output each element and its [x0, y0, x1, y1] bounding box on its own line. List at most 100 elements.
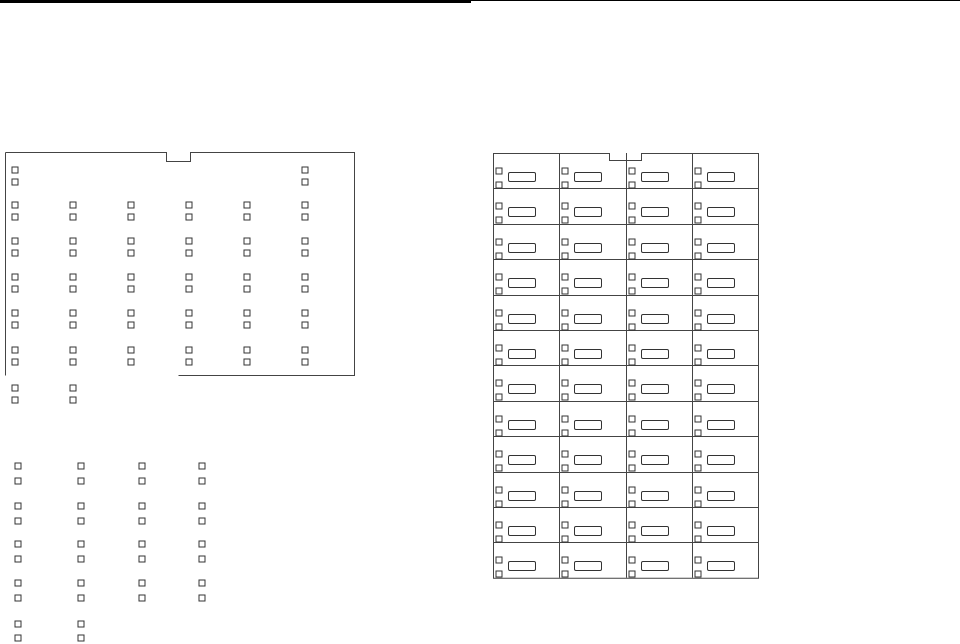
indicator-square [628, 429, 636, 437]
indicator-square [561, 323, 569, 331]
indicator-square [495, 415, 503, 423]
indicator-square [694, 167, 702, 175]
indicator-square [628, 181, 636, 189]
indicator-square [561, 202, 569, 210]
left-button-layout-diagram [5, 152, 355, 642]
indicator-square [243, 273, 251, 281]
indicator-square [561, 464, 569, 472]
indicator-square [495, 202, 503, 210]
indicator-square [628, 450, 636, 458]
indicator-square [243, 321, 251, 329]
indicator-square [495, 216, 503, 224]
indicator-square [185, 321, 193, 329]
indicator-square [14, 594, 22, 602]
indicator-square [628, 500, 636, 508]
indicator-square [69, 285, 77, 293]
label-slot [641, 420, 669, 430]
indicator-square [561, 393, 569, 401]
indicator-square [495, 556, 503, 564]
indicator-square [127, 237, 135, 245]
indicator-square [301, 285, 309, 293]
indicator-square [301, 358, 309, 366]
label-slot [707, 420, 735, 430]
label-slot [574, 349, 602, 359]
indicator-square [198, 540, 206, 548]
label-slot [508, 491, 536, 501]
indicator-square [198, 517, 206, 525]
indicator-square [11, 346, 19, 354]
label-slot [707, 349, 735, 359]
header-rule-thin [471, 0, 960, 1]
indicator-square [243, 309, 251, 317]
indicator-square [694, 535, 702, 543]
indicator-square [628, 252, 636, 260]
label-slot [574, 314, 602, 324]
indicator-square [14, 620, 22, 628]
indicator-square [11, 166, 19, 174]
label-slot [641, 491, 669, 501]
indicator-square [628, 167, 636, 175]
indicator-square [561, 415, 569, 423]
indicator-square [495, 181, 503, 189]
label-slot [508, 455, 536, 465]
indicator-square [69, 273, 77, 281]
label-slot [641, 561, 669, 571]
indicator-square [694, 238, 702, 246]
label-slot [508, 349, 536, 359]
indicator-square [561, 486, 569, 494]
indicator-square [198, 579, 206, 587]
indicator-square [77, 634, 85, 642]
label-slot [707, 455, 735, 465]
label-slot [574, 561, 602, 571]
indicator-square [495, 486, 503, 494]
indicator-square [628, 216, 636, 224]
indicator-square [185, 201, 193, 209]
indicator-square [694, 202, 702, 210]
indicator-square [561, 570, 569, 578]
indicator-square [69, 309, 77, 317]
indicator-square [495, 521, 503, 529]
indicator-square [495, 500, 503, 508]
indicator-square [561, 500, 569, 508]
indicator-square [561, 429, 569, 437]
indicator-square [14, 579, 22, 587]
indicator-square [69, 249, 77, 257]
indicator-square [694, 287, 702, 295]
indicator-square [694, 556, 702, 564]
indicator-square [185, 309, 193, 317]
indicator-square [694, 500, 702, 508]
indicator-square [138, 555, 146, 563]
indicator-square [628, 486, 636, 494]
indicator-square [138, 477, 146, 485]
indicator-square [628, 521, 636, 529]
label-slot [508, 314, 536, 324]
indicator-square [127, 213, 135, 221]
label-slot [574, 278, 602, 288]
indicator-square [561, 216, 569, 224]
indicator-square [628, 535, 636, 543]
indicator-square [628, 393, 636, 401]
indicator-square [694, 309, 702, 317]
indicator-square [561, 252, 569, 260]
indicator-square [243, 346, 251, 354]
indicator-square [628, 238, 636, 246]
indicator-square [561, 287, 569, 295]
indicator-square [243, 249, 251, 257]
indicator-square [243, 237, 251, 245]
indicator-square [495, 393, 503, 401]
indicator-square [628, 309, 636, 317]
label-slot [508, 172, 536, 182]
indicator-square [495, 287, 503, 295]
indicator-square [185, 273, 193, 281]
indicator-square [77, 462, 85, 470]
indicator-square [127, 309, 135, 317]
indicator-square [185, 358, 193, 366]
indicator-square [14, 502, 22, 510]
indicator-square [301, 309, 309, 317]
indicator-square [628, 202, 636, 210]
indicator-square [11, 321, 19, 329]
indicator-square [628, 273, 636, 281]
indicator-square [198, 477, 206, 485]
indicator-square [11, 237, 19, 245]
